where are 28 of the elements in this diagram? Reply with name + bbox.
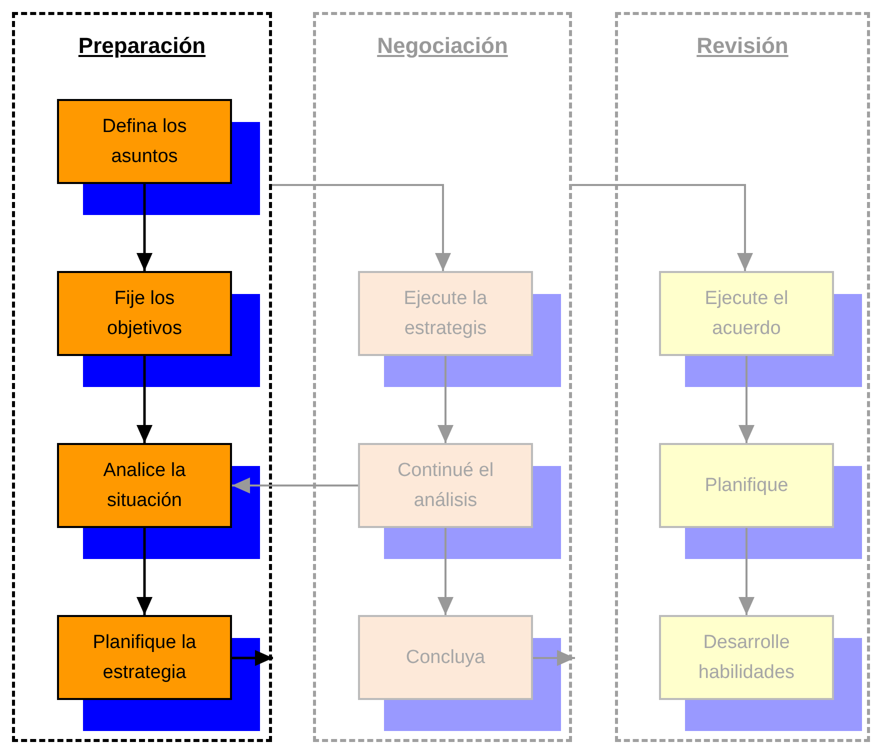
arrow	[738, 356, 754, 443]
process-box: Ejecute el acuerdo	[659, 271, 834, 356]
swimlane-frame	[615, 12, 870, 742]
process-box: Ejecute la estrategis	[358, 271, 533, 356]
lane-title: Negociación	[377, 32, 508, 60]
arrow	[136, 184, 152, 271]
process-box: Analice la situación	[57, 443, 232, 528]
process-box: Desarrolle habilidades	[659, 615, 834, 700]
process-box: Concluya	[358, 615, 533, 700]
arrow	[232, 478, 358, 494]
process-box: Continué el análisis	[358, 443, 533, 528]
arrow	[738, 528, 754, 615]
process-box: Defina los asuntos	[57, 99, 232, 184]
lane-title: Revisión	[696, 32, 788, 60]
process-box: Planifique la estrategia	[57, 615, 232, 700]
arrow	[438, 528, 454, 615]
swimlane-frame	[313, 12, 572, 742]
arrow	[572, 184, 753, 271]
swimlane-frame	[12, 12, 272, 742]
process-box: Planifique	[659, 443, 834, 528]
process-box: Fije los objetivos	[57, 271, 232, 356]
arrow	[136, 528, 152, 615]
arrow	[533, 650, 575, 666]
arrow	[272, 184, 451, 271]
arrow	[232, 650, 273, 666]
lane-title: Preparación	[78, 32, 206, 60]
arrow	[136, 356, 152, 443]
arrow	[438, 356, 454, 443]
